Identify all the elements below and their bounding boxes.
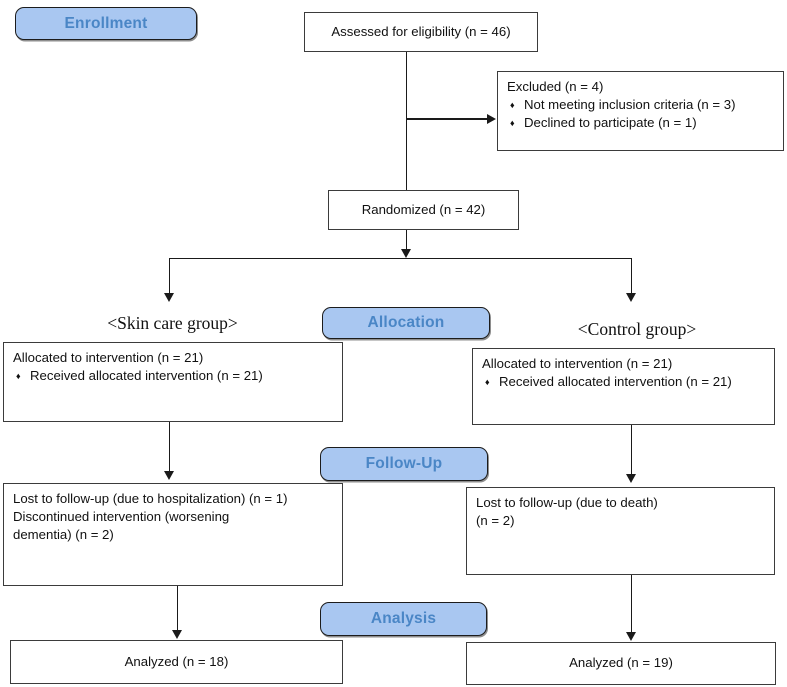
alloc-right-bullet-text: Received allocated intervention (n = 21) bbox=[499, 374, 732, 390]
stage-enrollment-label: Enrollment bbox=[64, 14, 148, 32]
analyzed-right-text: Analyzed (n = 19) bbox=[569, 655, 673, 671]
connector-alloc-right-to-followup bbox=[630, 425, 633, 475]
alloc-left-title: Allocated to intervention (n = 21) bbox=[13, 350, 204, 365]
stage-allocation: Allocation bbox=[322, 307, 490, 339]
diamond-bullet-icon: ♦ bbox=[510, 100, 515, 111]
excluded-bullet-2-text: Declined to participate (n = 1) bbox=[524, 115, 697, 131]
connector-split-horizontal bbox=[169, 257, 632, 260]
connector-split-to-skin-group bbox=[168, 258, 171, 294]
connector-assessed-to-randomized bbox=[405, 52, 408, 190]
group-label-skin-care: <Skin care group> bbox=[107, 313, 238, 333]
randomized-text: Randomized (n = 42) bbox=[361, 201, 486, 217]
arrowhead-analyzed-left bbox=[172, 630, 182, 639]
excluded-bullet-1-text: Not meeting inclusion criteria (n = 3) bbox=[524, 97, 736, 113]
diamond-bullet-icon: ♦ bbox=[510, 118, 515, 129]
stage-allocation-label: Allocation bbox=[367, 314, 445, 331]
followup-right-line-2: (n = 2) bbox=[476, 513, 515, 529]
box-followup-skin-care: Lost to follow-up (due to hospitalizatio… bbox=[3, 483, 343, 586]
excluded-title: Excluded (n = 4) bbox=[507, 79, 604, 94]
box-analyzed-control: Analyzed (n = 19) bbox=[466, 642, 776, 685]
box-followup-control: Lost to follow-up (due to death) (n = 2) bbox=[466, 487, 775, 575]
box-randomized: Randomized (n = 42) bbox=[328, 190, 519, 230]
arrowhead-split bbox=[401, 249, 411, 258]
alloc-left-bullet-text: Received allocated intervention (n = 21) bbox=[30, 368, 263, 384]
stage-analysis: Analysis bbox=[320, 602, 487, 636]
arrowhead-excluded bbox=[487, 114, 496, 124]
alloc-right-bullet: ♦ Received allocated intervention (n = 2… bbox=[485, 373, 765, 391]
box-allocated-control: Allocated to intervention (n = 21) ♦ Rec… bbox=[472, 348, 775, 425]
stage-enrollment: Enrollment bbox=[15, 7, 197, 40]
arrowhead-control-group bbox=[626, 293, 636, 302]
alloc-left-bullet: ♦ Received allocated intervention (n = 2… bbox=[16, 367, 333, 385]
arrowhead-followup-left bbox=[164, 471, 174, 480]
connector-alloc-left-to-followup bbox=[168, 422, 171, 472]
connector-followup-left-to-analyzed bbox=[176, 586, 179, 631]
group-label-control: <Control group> bbox=[577, 319, 697, 339]
box-analyzed-skin-care: Analyzed (n = 18) bbox=[10, 640, 343, 684]
followup-left-line-2: Discontinued intervention (worsening dem… bbox=[13, 509, 230, 543]
excluded-bullet-1: ♦ Not meeting inclusion criteria (n = 3) bbox=[510, 96, 774, 114]
connector-branch-to-excluded bbox=[406, 118, 488, 120]
box-excluded: Excluded (n = 4) ♦ Not meeting inclusion… bbox=[497, 71, 784, 151]
stage-followup-label: Follow-Up bbox=[365, 455, 443, 472]
connector-followup-right-to-analyzed bbox=[630, 575, 633, 633]
excluded-bullet-2: ♦ Declined to participate (n = 1) bbox=[510, 114, 774, 132]
arrowhead-followup-right bbox=[626, 474, 636, 483]
diamond-bullet-icon: ♦ bbox=[485, 377, 490, 388]
analyzed-left-text: Analyzed (n = 18) bbox=[124, 653, 229, 669]
arrowhead-analyzed-right bbox=[626, 632, 636, 641]
assessed-text: Assessed for eligibility (n = 46) bbox=[331, 23, 511, 39]
box-allocated-skin-care: Allocated to intervention (n = 21) ♦ Rec… bbox=[3, 342, 343, 422]
stage-followup: Follow-Up bbox=[320, 447, 488, 481]
arrowhead-skin-group bbox=[164, 293, 174, 302]
followup-right-line-1: Lost to follow-up (due to death) bbox=[476, 495, 658, 510]
diamond-bullet-icon: ♦ bbox=[16, 371, 21, 382]
stage-analysis-label: Analysis bbox=[370, 610, 437, 627]
followup-left-line-1: Lost to follow-up (due to hospitalizatio… bbox=[13, 491, 288, 506]
connector-randomized-to-split bbox=[405, 230, 408, 250]
box-assessed-eligibility: Assessed for eligibility (n = 46) bbox=[304, 12, 538, 52]
alloc-right-title: Allocated to intervention (n = 21) bbox=[482, 356, 673, 371]
connector-split-to-control-group bbox=[630, 258, 633, 294]
